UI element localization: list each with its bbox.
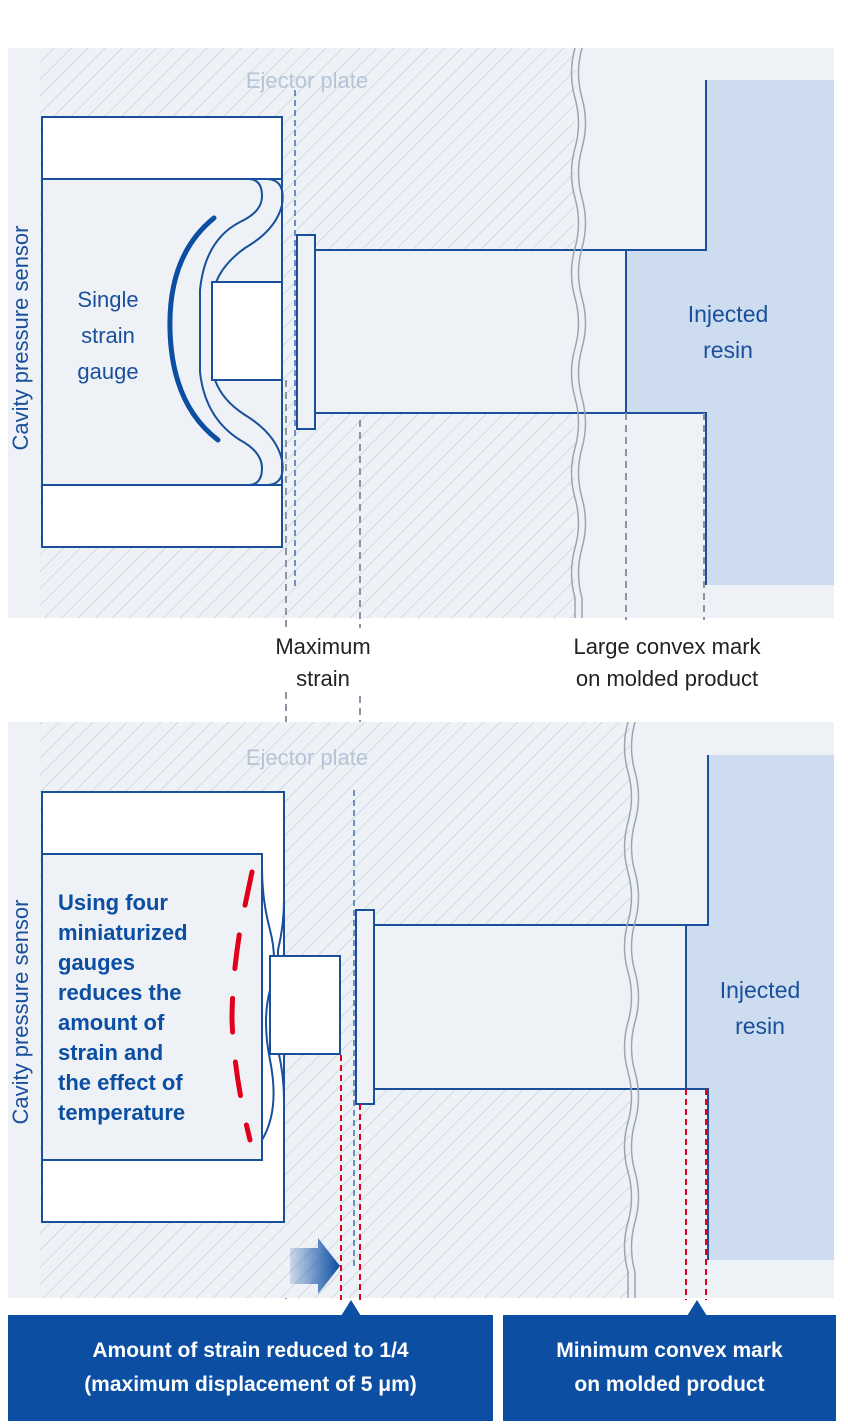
top-pin-head <box>296 234 316 430</box>
top-sensor-body <box>41 116 284 548</box>
bottom-break-line-a <box>623 721 633 1298</box>
strain-reduced-line-1: Amount of strain reduced to 1/4 <box>92 1339 409 1362</box>
bottom-ejector-label: Ejector plate <box>246 745 368 770</box>
bottom-pin-head <box>355 909 375 1105</box>
strain-reduced-callout: Amount of strain reduced to 1/4 (maximum… <box>8 1315 493 1421</box>
gauge-desc-line-8: temperature <box>58 1100 185 1125</box>
max-strain-label-line-1: Maximum <box>275 634 370 659</box>
gauge-desc-line-2: miniaturized <box>58 920 188 945</box>
minimum-mark-line-1: Minimum convex mark <box>556 1339 783 1362</box>
top-break-line-a <box>570 47 580 618</box>
max-strain-label-bg <box>262 628 382 692</box>
gauge-label-line-1: Single <box>77 287 138 312</box>
gauge-desc-line-5: amount of <box>58 1010 165 1035</box>
top-resin-label-line-1: Injected <box>688 301 769 327</box>
gauge-desc-line-6: strain and <box>58 1040 163 1065</box>
gauge-description: Using four miniaturized gauges reduces t… <box>58 890 188 1125</box>
bottom-resin-label-line-1: Injected <box>720 977 801 1003</box>
top-channel-outline <box>298 80 707 585</box>
bottom-sensor-body <box>41 791 341 1223</box>
bottom-break-line-b <box>630 721 640 1298</box>
large-mark-label-line-2: on molded product <box>576 666 758 691</box>
top-ejector-label: Ejector plate <box>246 68 368 93</box>
top-resin-label-line-2: resin <box>703 337 753 363</box>
gauge-desc-line-7: the effect of <box>58 1070 183 1095</box>
bottom-channel <box>356 925 686 1089</box>
top-sensor-label: Cavity pressure sensor <box>8 226 33 451</box>
top-resin-fill <box>626 80 834 585</box>
top-panel: Ejector plate Cavity pressure sensor Sin… <box>8 47 834 618</box>
minimum-mark-callout: Minimum convex mark on molded product <box>503 1315 836 1421</box>
bottom-sensor-label: Cavity pressure sensor <box>8 900 33 1125</box>
callout-pointer-right <box>687 1300 707 1316</box>
gauge-label-line-3: gauge <box>77 359 138 384</box>
gauge-desc-line-3: gauges <box>58 950 135 975</box>
displacement-arrow-icon <box>290 1238 340 1294</box>
bottom-channel-outline <box>374 755 709 1260</box>
single-strain-gauge-icon <box>167 215 221 443</box>
bottom-resin-label-line-2: resin <box>735 1013 785 1039</box>
minimum-mark-line-2: on molded product <box>574 1373 765 1396</box>
large-mark-label-bg <box>548 628 788 692</box>
gauge-desc-line-1: Using four <box>58 890 168 915</box>
gauge-desc-line-4: reduces the <box>58 980 182 1005</box>
gauge-label-line-2: strain <box>81 323 135 348</box>
bottom-resin-fill <box>686 755 834 1260</box>
top-break-line-b <box>577 47 587 618</box>
large-mark-label-line-1: Large convex mark <box>573 634 761 659</box>
four-strain-gauges-icon <box>229 869 255 1143</box>
bottom-panel: Ejector plate Cavity pressure sensor Usi… <box>8 721 834 1300</box>
callout-pointer-left <box>341 1300 361 1316</box>
strain-reduced-line-2: (maximum displacement of 5 μm) <box>84 1373 417 1396</box>
top-channel <box>298 250 626 413</box>
max-strain-label-line-2: strain <box>296 666 350 691</box>
